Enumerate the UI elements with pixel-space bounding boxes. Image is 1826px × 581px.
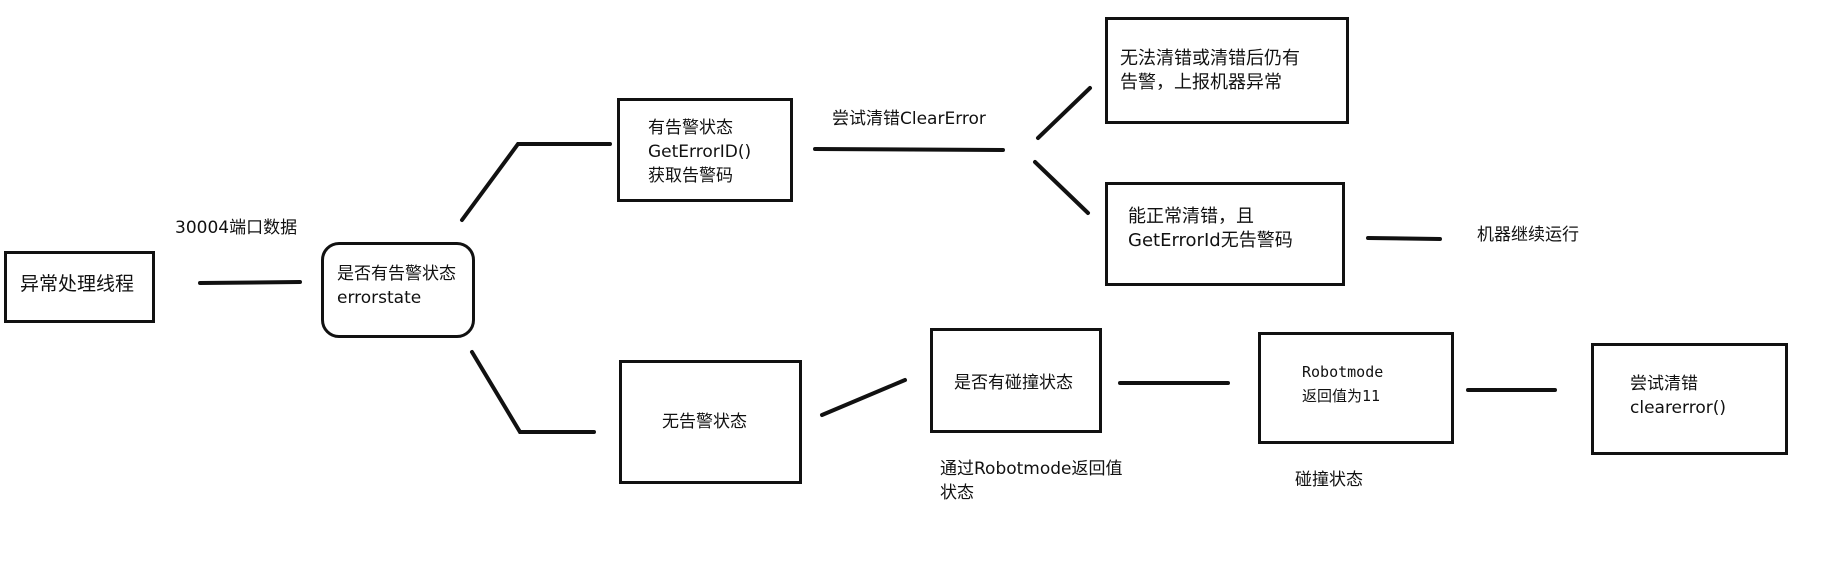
has-alarm-label: 有告警状态 GetErrorID() 获取告警码 — [648, 118, 752, 186]
clear-ok-label: 能正常清错，且 GetErrorId无告警码 — [1128, 206, 1293, 251]
connector-clear-to-fail — [1036, 86, 1092, 140]
try-clear-label: 尝试清错 clearerror() — [1630, 374, 1726, 418]
connector-noalarm-to-collision — [820, 378, 907, 417]
try-clear-box — [1591, 343, 1788, 455]
robotmode-value-box — [1258, 332, 1454, 444]
has-alarm-box — [617, 98, 793, 202]
port-data-label: 30004端口数据 — [175, 218, 298, 238]
exception-thread-label: 异常处理线程 — [20, 273, 135, 295]
no-alarm-label: 无告警状态 — [662, 412, 747, 432]
connector-clear-to-ok — [1033, 160, 1090, 215]
connector-ok-to-continue — [1366, 236, 1442, 241]
clear-ok-box — [1105, 182, 1345, 286]
try-clear-error-label: 尝试清错ClearError — [832, 109, 986, 129]
connector-check-to-alarm — [460, 142, 612, 222]
alarm-check-label: 是否有告警状态 errorstate — [337, 264, 456, 308]
collision-state-label: 碰撞状态 — [1295, 470, 1363, 490]
robotmode-value-label: Robotmode 返回值为11 — [1302, 363, 1384, 405]
connector-thread-to-check — [198, 280, 302, 285]
connector-alarm-to-clear — [813, 147, 1005, 152]
no-alarm-box — [619, 360, 802, 484]
exception-thread-box — [4, 251, 155, 323]
via-robotmode-label: 通过Robotmode返回值 状态 — [940, 459, 1123, 503]
alarm-check-box — [321, 242, 475, 338]
machine-continue-label: 机器继续运行 — [1477, 225, 1579, 245]
clear-fail-box — [1105, 17, 1349, 124]
clear-fail-label: 无法清错或清错后仍有 告警，上报机器异常 — [1120, 48, 1300, 93]
collision-check-label: 是否有碰撞状态 — [954, 373, 1073, 393]
connector-check-to-noalarm — [470, 350, 596, 434]
collision-check-box — [930, 328, 1102, 433]
